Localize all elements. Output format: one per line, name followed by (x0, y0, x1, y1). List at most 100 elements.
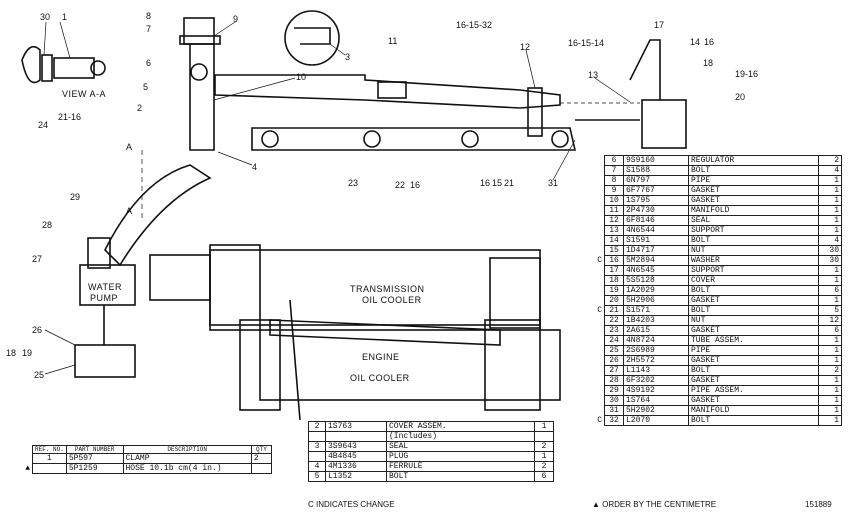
cell-desc: BOLT (688, 365, 819, 376)
callout: 4 (252, 162, 257, 172)
section-a-lower: A (126, 206, 133, 216)
trans-cooler-end (489, 257, 541, 329)
cell-ref: 8 (604, 175, 624, 186)
cell-qty: 2 (250, 453, 273, 464)
cell-pn: 1B4203 (623, 315, 689, 326)
cell-ref: 24 (604, 335, 624, 346)
cell-ref: 7 (604, 165, 624, 176)
mark-header (20, 446, 33, 454)
callout: 18 (703, 58, 713, 68)
leader-31 (552, 139, 576, 181)
callout: 20 (735, 92, 745, 102)
cell-qty: 1 (818, 275, 842, 286)
callout: 14 (690, 37, 700, 47)
cell-qty: 5 (818, 305, 842, 316)
table-row: (Includes) (308, 431, 554, 442)
cell-pn: 3S9643 (325, 441, 387, 452)
change-mark (592, 376, 605, 386)
cell-qty: 6 (818, 285, 842, 296)
callout: 24 (38, 120, 48, 130)
parts-header-row: REF. NO. PART NUMBER DESCRIPTION QTY (20, 445, 273, 454)
cell-desc: PIPE (688, 345, 819, 356)
water-pump-label: WATER (88, 282, 122, 292)
cell-desc: NUT (688, 245, 819, 256)
support-17 (629, 39, 661, 100)
callout: 11 (388, 36, 397, 46)
change-mark (592, 276, 605, 286)
cell-ref: 23 (604, 325, 624, 336)
cell-desc: SEAL (688, 215, 819, 226)
change-mark (592, 216, 605, 226)
cell-pn: 4N8724 (623, 335, 689, 346)
cell-qty: 1 (818, 265, 842, 276)
cell-qty: 1 (818, 355, 842, 366)
leader-26 (44, 329, 76, 346)
callout: 19-16 (735, 69, 758, 79)
cell-ref: 19 (604, 285, 624, 296)
cell-ref: 30 (604, 395, 624, 406)
cell-ref: 18 (604, 275, 624, 286)
cell-desc: GASKET (688, 355, 819, 366)
callout: 18 (6, 348, 16, 358)
callout: 23 (348, 178, 358, 188)
cover-18 (641, 99, 687, 149)
cell-ref: 3 (308, 441, 326, 452)
cell-ref: 31 (604, 405, 624, 416)
cell-desc: COVER (688, 275, 819, 286)
cell-pn: 4N6544 (623, 225, 689, 236)
cell-ref: 32 (604, 415, 624, 426)
leader-12 (525, 49, 536, 89)
callout: 16-15-14 (568, 38, 604, 48)
gasket-hole-2 (363, 130, 381, 148)
cell-desc: SEAL (386, 441, 535, 452)
cell-desc: WASHER (688, 255, 819, 266)
gasket-hole-3 (461, 130, 479, 148)
cell-qty: 1 (818, 295, 842, 306)
water-pump (79, 264, 136, 306)
cell-qty: 1 (818, 415, 842, 426)
engine-cooler-label-2: OIL COOLER (350, 373, 410, 383)
detail-seal (294, 27, 331, 45)
leader-30 (43, 21, 47, 56)
cell-ref (308, 431, 326, 442)
cell-ref: 4 (308, 461, 326, 472)
cell-ref: 17 (604, 265, 624, 276)
callout: 7 (146, 24, 151, 34)
cell-desc: BOLT (688, 285, 819, 296)
change-mark (592, 286, 605, 296)
trans-cooler-inlet (149, 254, 211, 301)
cell-qty (250, 463, 273, 474)
cell-qty: 1 (534, 421, 554, 432)
change-mark (592, 186, 605, 196)
pump-base-25 (74, 344, 136, 378)
callout: 28 (42, 220, 52, 230)
change-mark: C (597, 416, 602, 425)
cell-qty: 1 (818, 405, 842, 416)
cell-pn: 4N6545 (623, 265, 689, 276)
cell-qty: 6 (534, 471, 554, 482)
cell-qty: 2 (818, 365, 842, 376)
engine-cooler-end-right (484, 319, 541, 411)
regulator-flange (179, 35, 221, 45)
cell-pn: 6N797 (623, 175, 689, 186)
callout: 17 (654, 20, 664, 30)
cell-pn: 4M1336 (325, 461, 387, 472)
cell-desc: CLAMP (122, 453, 252, 464)
cell-qty: 1 (818, 195, 842, 206)
cell-pn: 2P4730 (623, 205, 689, 216)
change-mark (592, 236, 605, 246)
cell-pn: S1571 (623, 305, 689, 316)
